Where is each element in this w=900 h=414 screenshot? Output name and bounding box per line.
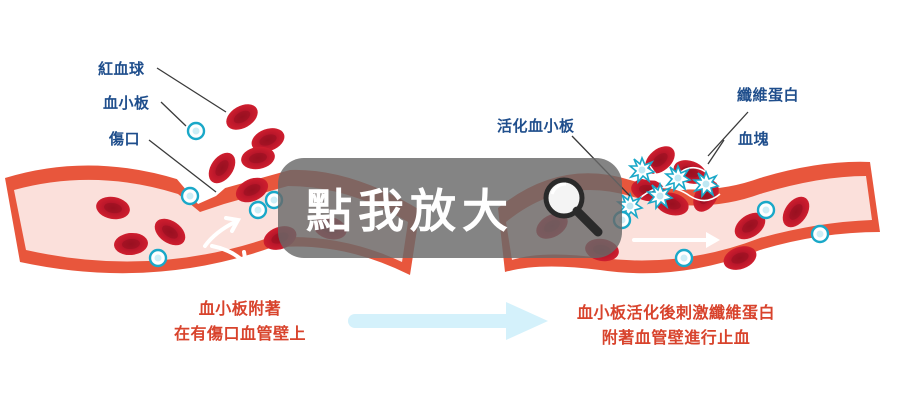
caption-right-line2: 附著血管壁進行止血 <box>601 328 751 347</box>
label-activated-platelet: 活化血小板 <box>497 117 575 135</box>
process-arrow <box>348 302 548 340</box>
caption-left-line1: 血小板附著 <box>198 299 282 318</box>
label-blood-clot: 血塊 <box>738 130 770 148</box>
caption-left: 血小板附著 在有傷口血管壁上 <box>140 296 340 346</box>
label-fibrin: 纖維蛋白 <box>737 86 800 104</box>
label-platelet: 血小板 <box>103 94 150 112</box>
label-red-blood-cell: 紅血球 <box>98 60 145 78</box>
zoom-in-button-label: 點我放大 <box>306 184 514 238</box>
caption-left-line2: 在有傷口血管壁上 <box>173 324 306 343</box>
caption-right: 血小板活化後刺激纖維蛋白 附著血管壁進行止血 <box>556 300 796 350</box>
caption-right-line1: 血小板活化後刺激纖維蛋白 <box>576 303 775 322</box>
curved-flow-arrow <box>203 216 249 266</box>
label-wound: 傷口 <box>109 130 141 148</box>
magnifier-icon <box>543 177 603 237</box>
straight-flow-arrow <box>632 232 720 248</box>
